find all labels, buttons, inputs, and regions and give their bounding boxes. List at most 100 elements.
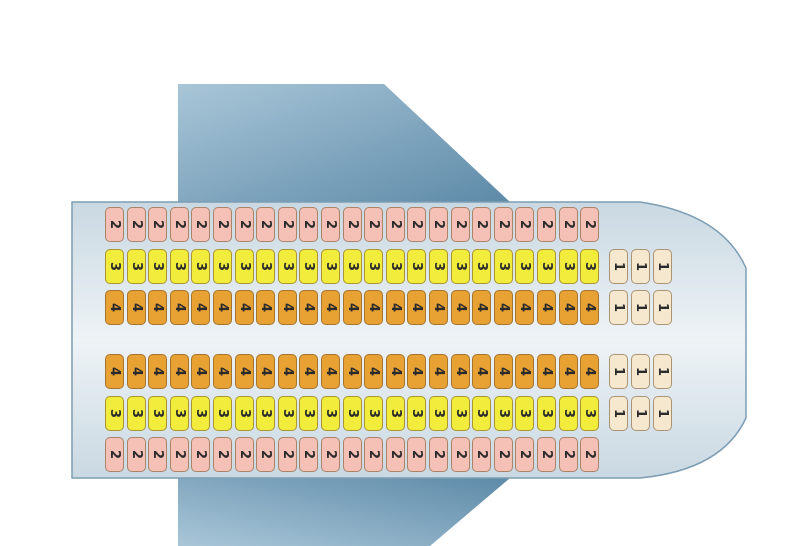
seat-main-row4-10[interactable]: 4	[299, 354, 319, 389]
seat-main-row2-22[interactable]: 3	[558, 249, 578, 284]
seat-main-row1-8[interactable]: 2	[256, 207, 276, 242]
seat-main-row4-13[interactable]: 4	[364, 354, 384, 389]
seat-front-row2-3[interactable]: 1	[653, 290, 672, 325]
seat-main-row3-18[interactable]: 4	[472, 290, 492, 325]
seat-main-row6-5[interactable]: 2	[191, 437, 211, 472]
seat-front-row2-1[interactable]: 1	[609, 290, 628, 325]
seat-front-row4-3[interactable]: 1	[653, 396, 672, 431]
seat-front-row3-2[interactable]: 1	[631, 354, 650, 389]
seat-main-row2-17[interactable]: 3	[450, 249, 470, 284]
seat-main-row2-16[interactable]: 3	[429, 249, 448, 284]
seat-main-row2-19[interactable]: 3	[493, 249, 513, 284]
seat-main-row6-17[interactable]: 2	[450, 437, 470, 472]
seat-main-row4-23[interactable]: 4	[580, 354, 600, 389]
seat-main-row4-8[interactable]: 4	[256, 354, 276, 389]
seat-main-row4-21[interactable]: 4	[537, 354, 556, 389]
seat-main-row5-2[interactable]: 3	[126, 396, 146, 431]
seat-main-row2-2[interactable]: 3	[126, 249, 146, 284]
seat-main-row6-23[interactable]: 2	[580, 437, 600, 472]
seat-main-row6-22[interactable]: 2	[558, 437, 578, 472]
seat-main-row3-14[interactable]: 4	[385, 290, 405, 325]
seat-front-row3-1[interactable]: 1	[609, 354, 628, 389]
seat-main-row4-14[interactable]: 4	[385, 354, 405, 389]
seat-main-row3-10[interactable]: 4	[299, 290, 319, 325]
seat-main-row4-11[interactable]: 4	[321, 354, 340, 389]
seat-main-row3-21[interactable]: 4	[537, 290, 556, 325]
seat-main-row5-1[interactable]: 3	[105, 396, 124, 431]
seat-main-row1-4[interactable]: 2	[169, 207, 189, 242]
seat-main-row3-3[interactable]: 4	[148, 290, 168, 325]
seat-main-row1-7[interactable]: 2	[234, 207, 254, 242]
seat-main-row6-6[interactable]: 2	[213, 437, 232, 472]
seat-main-row2-14[interactable]: 3	[385, 249, 405, 284]
seat-main-row5-11[interactable]: 3	[321, 396, 340, 431]
seat-main-row3-4[interactable]: 4	[169, 290, 189, 325]
seat-main-row4-22[interactable]: 4	[558, 354, 578, 389]
seat-front-row1-3[interactable]: 1	[653, 249, 672, 284]
seat-main-row4-7[interactable]: 4	[234, 354, 254, 389]
seat-main-row4-2[interactable]: 4	[126, 354, 146, 389]
seat-main-row3-15[interactable]: 4	[407, 290, 427, 325]
seat-main-row6-21[interactable]: 2	[537, 437, 556, 472]
seat-main-row2-13[interactable]: 3	[364, 249, 384, 284]
seat-main-row3-11[interactable]: 4	[321, 290, 340, 325]
seat-main-row1-1[interactable]: 2	[105, 207, 124, 242]
seat-main-row6-15[interactable]: 2	[407, 437, 427, 472]
seat-main-row6-14[interactable]: 2	[385, 437, 405, 472]
seat-front-row2-2[interactable]: 1	[631, 290, 650, 325]
seat-main-row6-13[interactable]: 2	[364, 437, 384, 472]
seat-main-row6-16[interactable]: 2	[429, 437, 448, 472]
seat-main-row5-18[interactable]: 3	[472, 396, 492, 431]
seat-main-row3-5[interactable]: 4	[191, 290, 211, 325]
seat-main-row1-14[interactable]: 2	[385, 207, 405, 242]
seat-main-row5-19[interactable]: 3	[493, 396, 513, 431]
seat-main-row3-8[interactable]: 4	[256, 290, 276, 325]
seat-front-row1-1[interactable]: 1	[609, 249, 628, 284]
seat-main-row5-6[interactable]: 3	[213, 396, 232, 431]
seat-main-row5-7[interactable]: 3	[234, 396, 254, 431]
seat-main-row5-12[interactable]: 3	[342, 396, 362, 431]
seat-main-row5-22[interactable]: 3	[558, 396, 578, 431]
seat-main-row3-13[interactable]: 4	[364, 290, 384, 325]
seat-main-row3-12[interactable]: 4	[342, 290, 362, 325]
seat-main-row6-3[interactable]: 2	[148, 437, 168, 472]
seat-main-row5-15[interactable]: 3	[407, 396, 427, 431]
seat-front-row3-3[interactable]: 1	[653, 354, 672, 389]
seat-main-row3-9[interactable]: 4	[277, 290, 297, 325]
seat-main-row5-10[interactable]: 3	[299, 396, 319, 431]
seat-main-row1-20[interactable]: 2	[515, 207, 535, 242]
seat-main-row6-8[interactable]: 2	[256, 437, 276, 472]
seat-main-row3-22[interactable]: 4	[558, 290, 578, 325]
seat-main-row4-20[interactable]: 4	[515, 354, 535, 389]
seat-main-row2-6[interactable]: 3	[213, 249, 232, 284]
seat-main-row3-6[interactable]: 4	[213, 290, 232, 325]
seat-main-row4-1[interactable]: 4	[105, 354, 124, 389]
seat-main-row5-20[interactable]: 3	[515, 396, 535, 431]
seat-main-row6-4[interactable]: 2	[169, 437, 189, 472]
seat-main-row6-18[interactable]: 2	[472, 437, 492, 472]
seat-main-row4-12[interactable]: 4	[342, 354, 362, 389]
seat-main-row4-3[interactable]: 4	[148, 354, 168, 389]
seat-main-row6-20[interactable]: 2	[515, 437, 535, 472]
seat-main-row6-10[interactable]: 2	[299, 437, 319, 472]
seat-main-row2-10[interactable]: 3	[299, 249, 319, 284]
seat-main-row1-21[interactable]: 2	[537, 207, 556, 242]
seat-main-row1-11[interactable]: 2	[321, 207, 340, 242]
seat-front-row1-2[interactable]: 1	[631, 249, 650, 284]
seat-main-row4-16[interactable]: 4	[429, 354, 448, 389]
seat-main-row1-23[interactable]: 2	[580, 207, 600, 242]
seat-main-row5-17[interactable]: 3	[450, 396, 470, 431]
seat-main-row3-7[interactable]: 4	[234, 290, 254, 325]
seat-main-row6-1[interactable]: 2	[105, 437, 124, 472]
seat-main-row3-19[interactable]: 4	[493, 290, 513, 325]
seat-main-row1-17[interactable]: 2	[450, 207, 470, 242]
seat-main-row3-17[interactable]: 4	[450, 290, 470, 325]
seat-main-row4-15[interactable]: 4	[407, 354, 427, 389]
seat-main-row1-2[interactable]: 2	[126, 207, 146, 242]
seat-main-row6-7[interactable]: 2	[234, 437, 254, 472]
seat-main-row4-18[interactable]: 4	[472, 354, 492, 389]
seat-main-row4-19[interactable]: 4	[493, 354, 513, 389]
seat-main-row2-7[interactable]: 3	[234, 249, 254, 284]
seat-main-row1-13[interactable]: 2	[364, 207, 384, 242]
seat-main-row3-23[interactable]: 4	[580, 290, 600, 325]
